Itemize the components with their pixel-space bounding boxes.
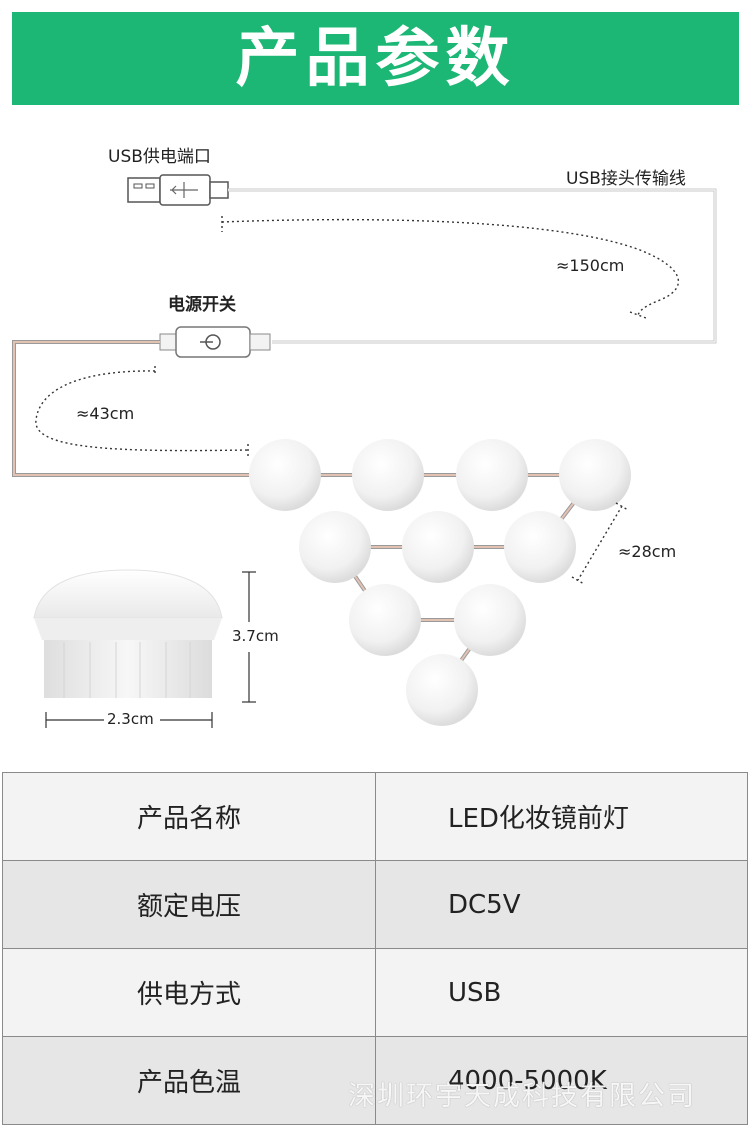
usb-cable-label: USB接头传输线 <box>566 169 686 189</box>
height-dimension <box>242 571 256 703</box>
table-row: 额定电压 DC5V <box>2 860 748 949</box>
spec-key: 额定电压 <box>2 860 376 949</box>
bulb <box>349 584 421 656</box>
usb-plug-icon <box>127 174 229 206</box>
bulb-width-label: 2.3cm <box>107 710 154 728</box>
bulb <box>456 439 528 511</box>
spec-value: LED化妆镜前灯 <box>375 772 748 861</box>
spec-table: 产品名称 LED化妆镜前灯 额定电压 DC5V 供电方式 USB 产品色温 40… <box>2 772 748 1125</box>
switch-label: 电源开关 <box>168 295 236 315</box>
bulb <box>504 511 576 583</box>
bulb <box>299 511 371 583</box>
bulb <box>402 511 474 583</box>
table-row: 产品名称 LED化妆镜前灯 <box>2 772 748 861</box>
spec-value: DC5V <box>375 860 748 949</box>
usb-cable <box>228 188 717 344</box>
switch-length-indicator <box>35 366 249 458</box>
product-diagram: USB供电端口 USB接头传输线 ≈150cm 电源开关 ≈43cm ≈28cm… <box>0 120 750 765</box>
switch-cable-length: ≈43cm <box>76 404 135 423</box>
bulb <box>559 439 631 511</box>
company-watermark: 深圳环宇天成科技有限公司 <box>348 1081 696 1112</box>
bulb-array <box>249 439 631 726</box>
bulb-spacing-length: ≈28cm <box>618 542 677 561</box>
bulb <box>454 584 526 656</box>
bulb <box>406 654 478 726</box>
spec-key: 供电方式 <box>2 948 376 1037</box>
page-title: 产品参数 <box>235 21 516 96</box>
spec-value: 4000-5000K <box>375 1036 748 1125</box>
usb-port-label: USB供电端口 <box>108 147 211 167</box>
spec-value: USB <box>375 948 748 1037</box>
usb-length-indicator <box>221 216 680 319</box>
bulb-height-label: 3.7cm <box>232 627 279 645</box>
table-row: 供电方式 USB <box>2 948 748 1037</box>
bulb <box>352 439 424 511</box>
bulb-side-view <box>33 569 223 698</box>
bulb <box>249 439 321 511</box>
spec-key: 产品名称 <box>2 772 376 861</box>
power-switch-icon <box>159 326 271 358</box>
usb-cable-length: ≈150cm <box>556 256 625 275</box>
header-banner: 产品参数 <box>12 12 739 105</box>
spec-key: 产品色温 <box>2 1036 376 1125</box>
width-dimension <box>45 712 213 728</box>
table-row: 产品色温 4000-5000K <box>2 1036 748 1125</box>
spacing-indicator <box>571 502 629 585</box>
diagram-drawing <box>12 174 717 728</box>
